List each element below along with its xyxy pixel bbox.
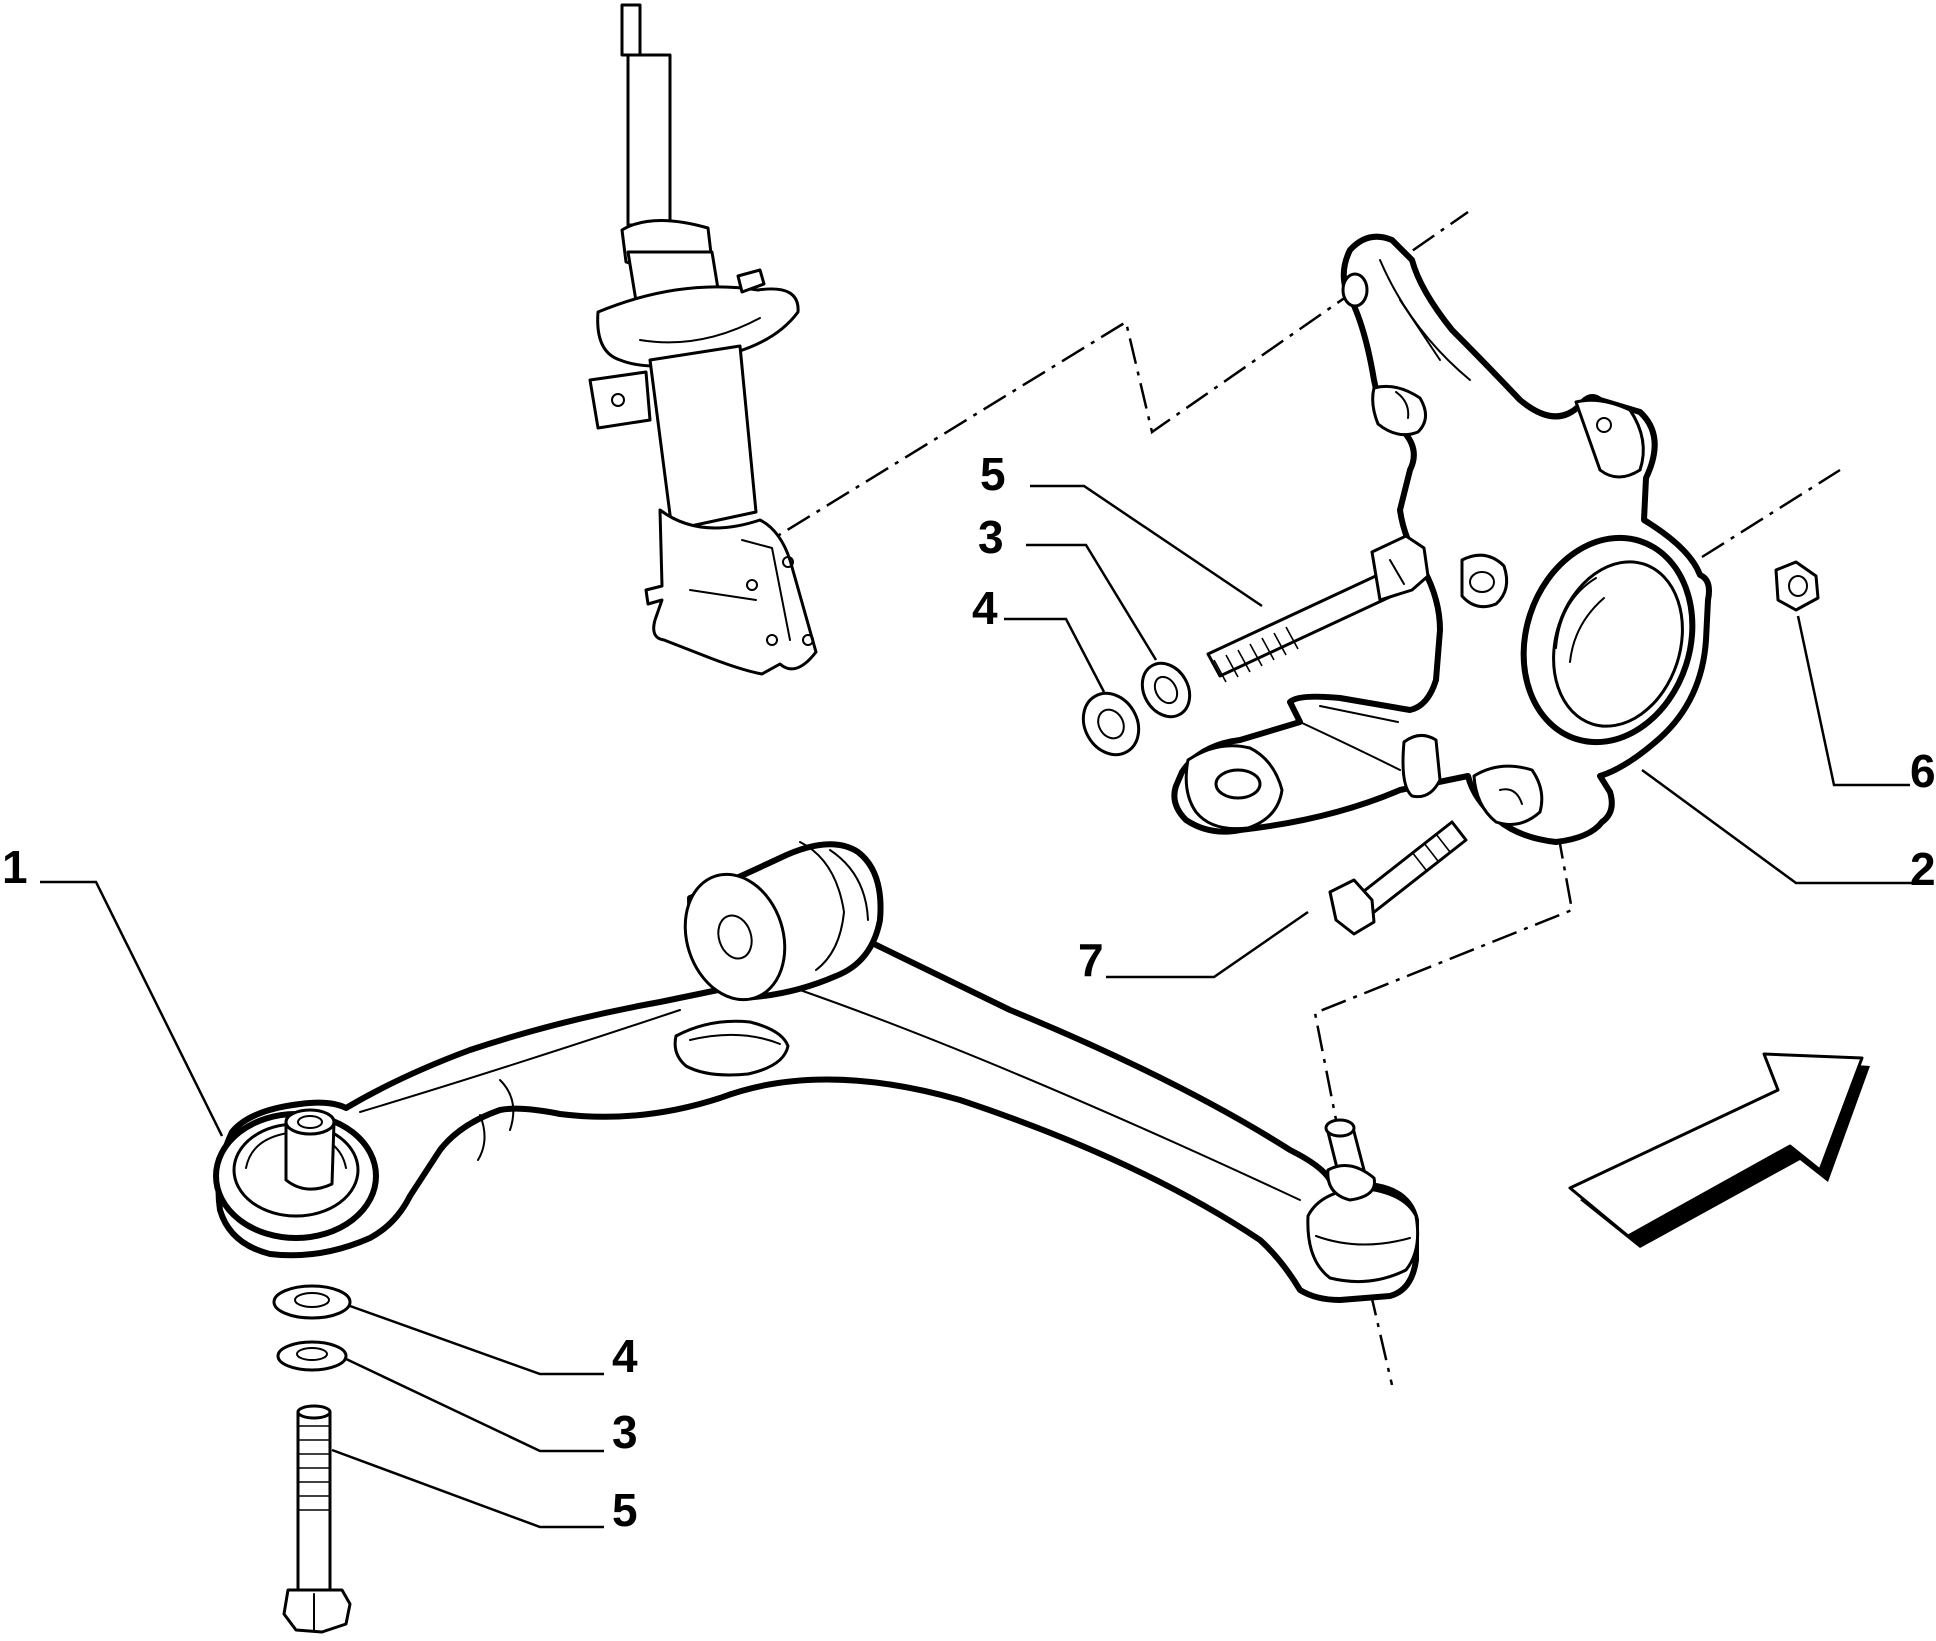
callout-washer-a-top: 3 xyxy=(978,511,1004,563)
lower-control-arm xyxy=(213,841,1420,1303)
callout-bolt-top: 5 xyxy=(980,448,1006,500)
callout-washer-b-top: 4 xyxy=(972,582,998,634)
callout-bolt-bottom: 5 xyxy=(612,1484,638,1536)
direction-arrow xyxy=(1568,1052,1870,1248)
top-fasteners xyxy=(1081,534,1820,936)
callout-nut: 6 xyxy=(1910,745,1936,797)
callout-washer-a-bottom: 3 xyxy=(612,1406,638,1458)
leader-lines xyxy=(40,484,1916,1529)
callout-knuckle: 2 xyxy=(1910,843,1936,895)
callout-lower-arm: 1 xyxy=(2,841,28,893)
bottom-fasteners xyxy=(272,1284,352,1634)
callout-labels: 1 2 3 4 5 6 7 4 3 5 xyxy=(2,448,1936,1536)
shock-absorber-strut xyxy=(588,3,818,676)
callout-washer-b-bottom: 4 xyxy=(612,1330,638,1382)
callout-ball-joint-bolt: 7 xyxy=(1078,934,1104,986)
steering-knuckle xyxy=(1171,233,1712,845)
